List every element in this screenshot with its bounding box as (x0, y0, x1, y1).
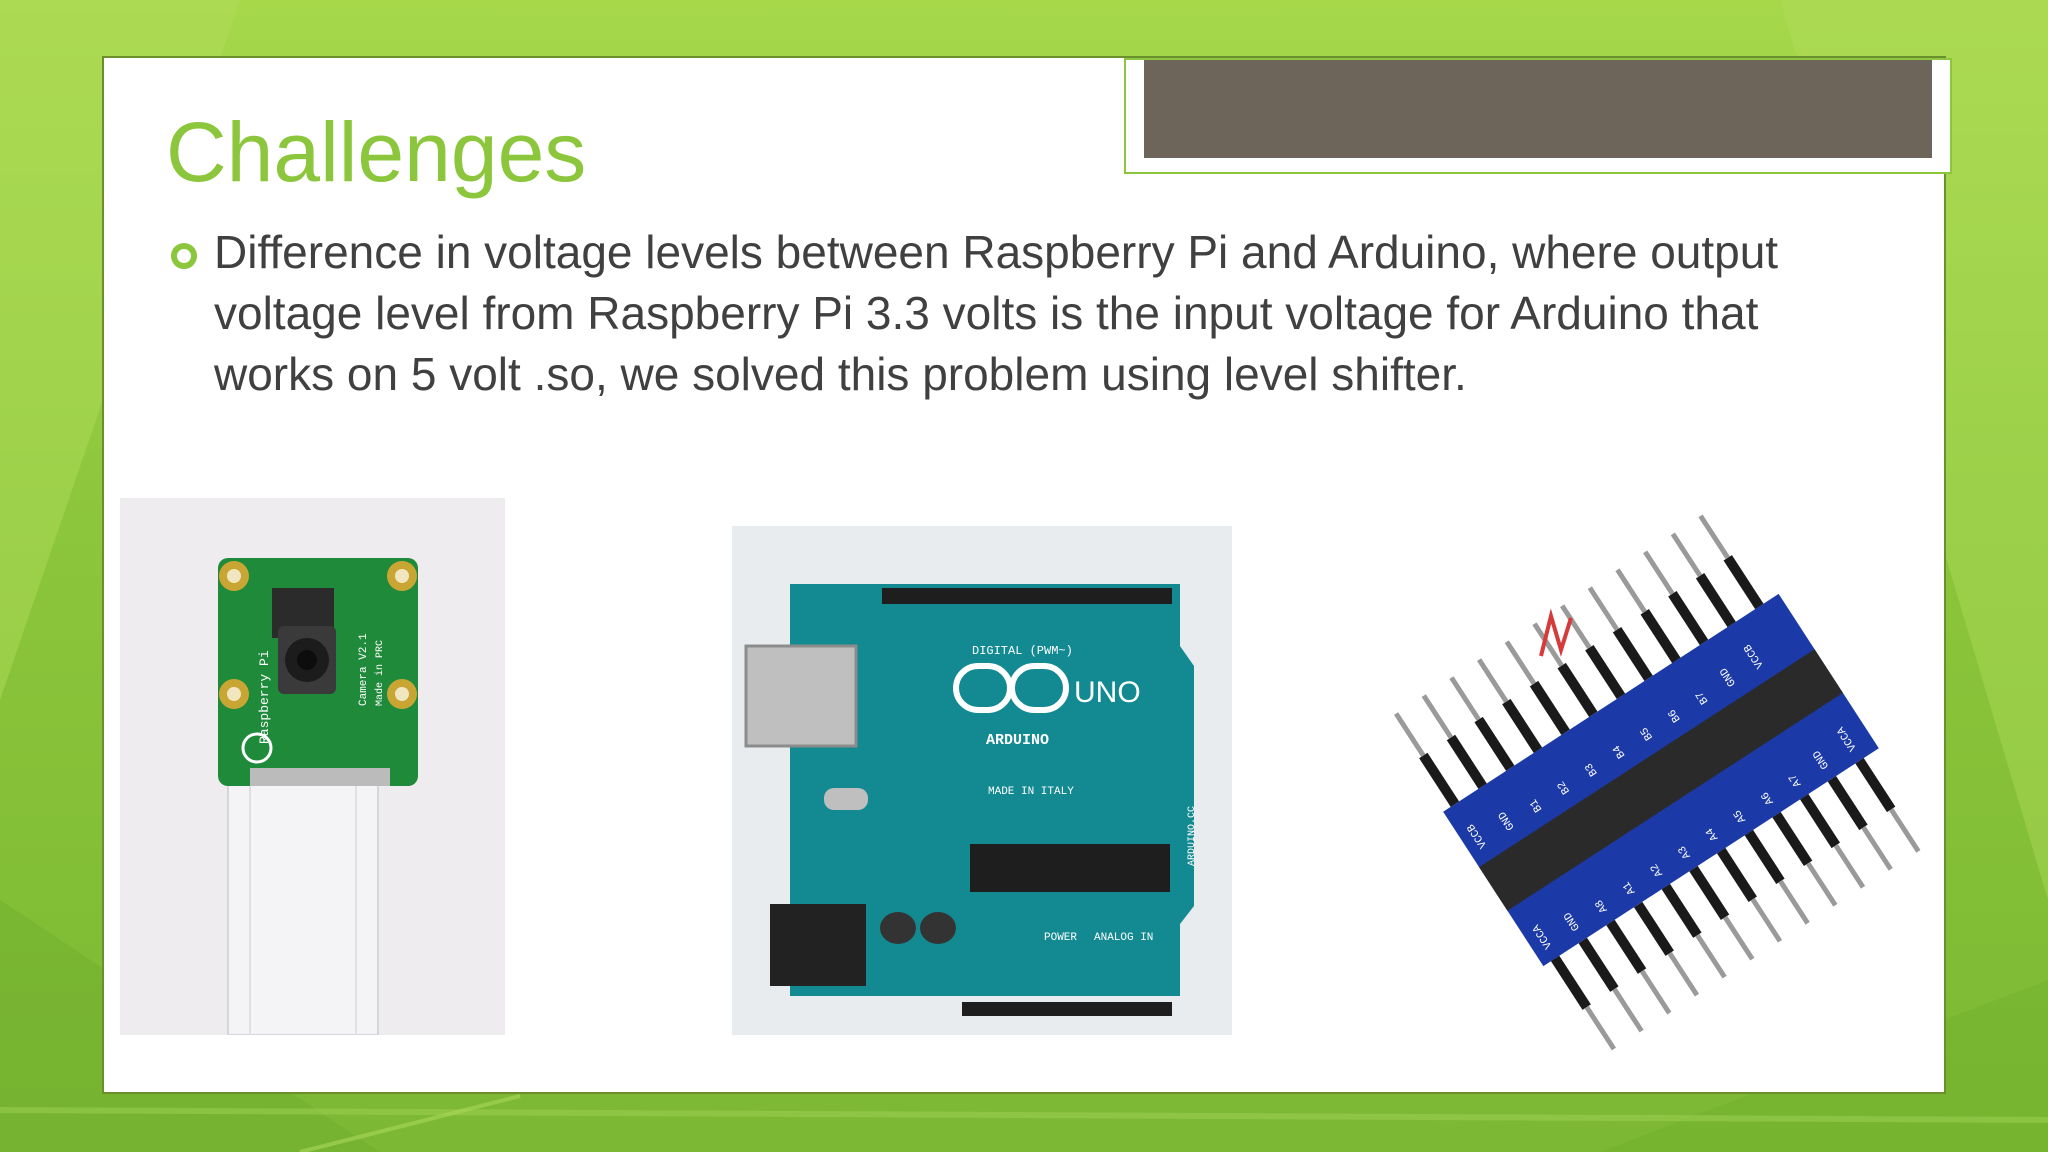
camera-brand-silkscreen: Raspberry Pi (257, 650, 272, 744)
title-tab-decoration (1124, 58, 1952, 174)
camera-origin-silkscreen: Made in PRC (374, 640, 386, 706)
arduino-made-in-label: MADE IN ITALY (988, 786, 1074, 798)
bullet-text: Difference in voltage levels between Ras… (214, 226, 1779, 400)
arduino-site-label: ARDUINO.CC (1187, 806, 1198, 866)
hollow-circle-bullet-icon (171, 243, 197, 269)
title-tab-fill (1144, 60, 1932, 158)
camera-model-silkscreen: Camera V2.1 (358, 633, 370, 706)
arduino-brand-silkscreen: ARDUINO (986, 732, 1049, 749)
arduino-analog-label: ANALOG IN (1094, 932, 1153, 944)
arduino-digital-label: DIGITAL (PWM~) (972, 644, 1073, 658)
slide-title: Challenges (166, 105, 587, 199)
arduino-uno-logo-text: UNO (1074, 676, 1141, 709)
arduino-power-label: POWER (1044, 932, 1077, 944)
level-shifter-photo: VCCA GND A8 A1 A2 A3 A4 A5 A6 A7 GND VCC… (1393, 480, 1928, 1080)
arduino-uno-photo: UNO ARDUINO DIGITAL (PWM~) MADE IN ITALY… (732, 526, 1232, 1035)
raspberry-pi-camera-photo: Raspberry Pi Camera V2.1 Made in PRC (120, 498, 505, 1035)
